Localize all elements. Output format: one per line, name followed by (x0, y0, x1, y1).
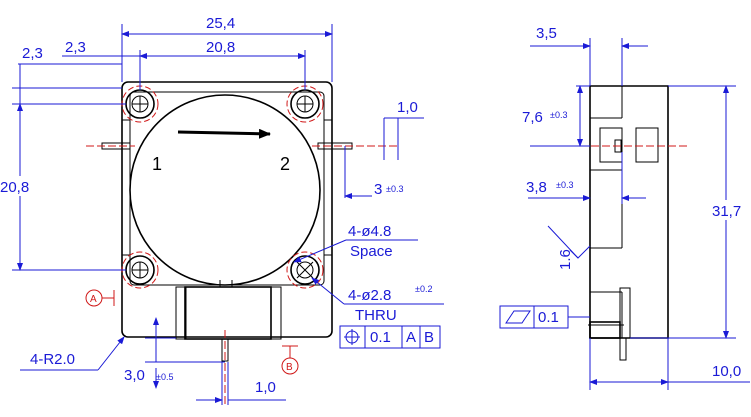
housing-outline (121, 81, 333, 338)
svg-text:B: B (286, 362, 293, 373)
side-tab-slot (599, 127, 623, 163)
connector-flange-right (270, 286, 282, 340)
mounting-hole-bottom-left (121, 251, 159, 289)
mounting-hole-bottom-right (286, 251, 324, 289)
svg-text:10,0: 10,0 (712, 363, 741, 380)
bottom-pin (221, 338, 229, 362)
corner-radius-callout: 4-R2.0 (20, 336, 125, 371)
dim-hole-offset-outer: 2,3 (18, 45, 122, 270)
corner-ear-lines (122, 119, 332, 256)
datum-a-marker: A (85, 289, 115, 307)
svg-text:2,3: 2,3 (22, 45, 43, 62)
svg-text:THRU: THRU (355, 307, 397, 324)
svg-text:1.6: 1.6 (557, 249, 574, 270)
dim-hole-pitch-y: 20,8 (0, 87, 126, 271)
thru-callout: 4-ø2.8 ±0.2 THRU (311, 277, 444, 324)
svg-text:4-ø4.8: 4-ø4.8 (348, 223, 391, 240)
connector-block (184, 286, 272, 340)
svg-text:±0.3: ±0.3 (556, 180, 573, 190)
port-2-label: 2 (280, 154, 290, 174)
side-lower-pin (619, 337, 627, 361)
position-tolerance-frame: 0.1 A B (339, 325, 441, 349)
ferrite-disc (129, 94, 321, 286)
svg-text:31,7: 31,7 (712, 203, 741, 220)
dim-connector (145, 317, 225, 363)
svg-text:1,0: 1,0 (255, 379, 276, 396)
dim-hole-offset-inner: 2,3 (62, 39, 140, 57)
dim-pin-length: 3,0 ±0.5 (124, 367, 173, 389)
svg-text:±0.3: ±0.3 (550, 110, 567, 120)
flatness-frame: 0.1 (499, 305, 590, 329)
direction-arrow (177, 128, 271, 139)
bottom-connector (175, 280, 282, 405)
port-1-label: 1 (152, 154, 162, 174)
right-tab (312, 142, 400, 150)
dim-side-tab-thickness: 3,5 (530, 25, 648, 86)
dim-hole-pitch-x: 20,8 (139, 39, 306, 90)
dim-overall-width: 25,4 (121, 15, 333, 82)
svg-text:A: A (90, 294, 97, 305)
side-tab-window (635, 127, 659, 163)
surface-finish-symbol: 1.6 (547, 225, 591, 270)
connector-flange-left (175, 286, 187, 340)
dim-tab-width: 1,0 (383, 99, 424, 160)
side-view: 3,5 7,6 ±0.3 3,8 ±0.3 1.6 (499, 25, 750, 390)
front-view: 1 2 (0, 15, 444, 405)
svg-text:20,8: 20,8 (206, 39, 235, 56)
svg-text:±0.5: ±0.5 (156, 372, 173, 382)
svg-text:0.1: 0.1 (370, 329, 391, 346)
svg-text:A: A (406, 329, 416, 346)
left-tab (86, 142, 135, 150)
svg-text:1,0: 1,0 (397, 99, 418, 116)
svg-text:Space: Space (350, 243, 393, 260)
mounting-hole-top-right (286, 85, 324, 123)
svg-text:25,4: 25,4 (206, 15, 235, 32)
datum-b-marker: B (281, 345, 299, 375)
space-callout: 4-ø4.8 Space (293, 223, 418, 263)
dim-overall-height: 31,7 (630, 85, 748, 339)
flatness-icon (505, 310, 531, 324)
svg-text:20,8: 20,8 (0, 179, 29, 196)
dim-tab-length: 3 ±0.3 (344, 146, 403, 199)
svg-text:3,5: 3,5 (536, 25, 557, 42)
svg-text:±0.3: ±0.3 (386, 184, 403, 194)
mounting-hole-top-left (121, 85, 159, 123)
dim-side-tab-height: 7,6 ±0.3 (522, 85, 590, 147)
side-body-outline (589, 85, 669, 339)
svg-text:3,0: 3,0 (124, 367, 145, 384)
side-foot (589, 321, 621, 339)
dim-pin-width: 1,0 (196, 362, 286, 405)
svg-text:3,8: 3,8 (526, 179, 547, 196)
svg-text:B: B (424, 329, 434, 346)
dim-side-tab-offset: 3,8 ±0.3 (526, 152, 646, 204)
svg-text:2,3: 2,3 (65, 39, 86, 56)
side-step-horizontals (590, 117, 622, 293)
svg-text:±0.2: ±0.2 (415, 284, 432, 294)
svg-text:0.1: 0.1 (538, 309, 559, 326)
svg-text:4-ø2.8: 4-ø2.8 (348, 287, 391, 304)
svg-text:7,6: 7,6 (522, 109, 543, 126)
svg-text:4-R2.0: 4-R2.0 (30, 351, 75, 368)
dim-overall-depth: 10,0 (589, 338, 750, 390)
svg-text:3: 3 (374, 181, 382, 198)
